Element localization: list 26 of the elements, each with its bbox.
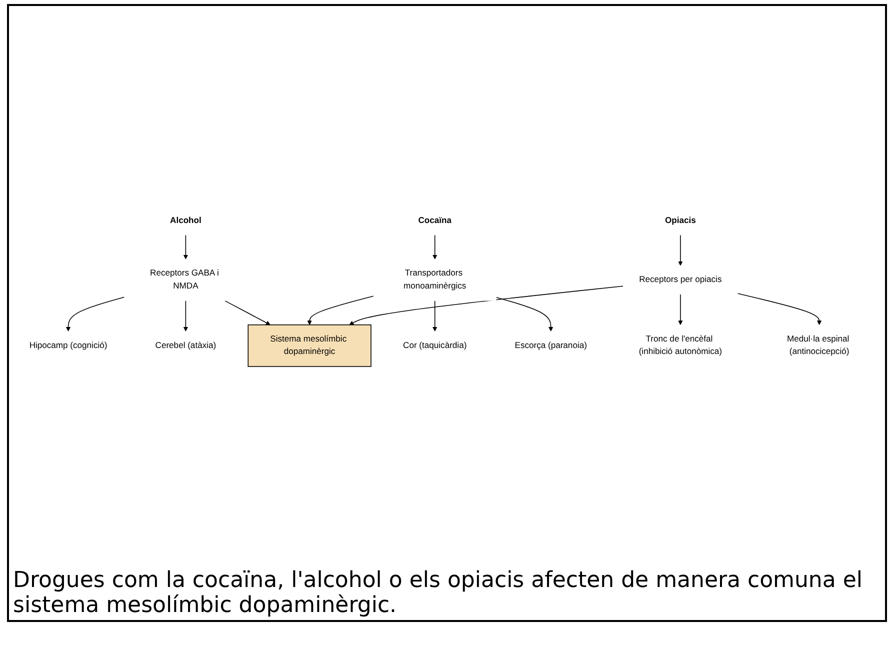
node-text: Opiacis — [664, 215, 696, 225]
arrow — [496, 296, 554, 332]
arrow — [737, 292, 822, 325]
node-text: Receptors per opiacis — [639, 274, 722, 284]
arrow — [678, 294, 683, 325]
node-text: Medul·la espinal (antinocicepció) — [786, 334, 850, 356]
arrow — [432, 234, 438, 259]
arrow — [66, 296, 125, 332]
caption: Drogues com la cocaïna, l'alcohol o els opiacis afecten de manera comuna el sistema mesolímbic dopaminèrgic. — [12, 567, 864, 620]
arrow — [432, 300, 438, 332]
arrow — [224, 300, 270, 325]
node-text: Cocaïna — [418, 215, 452, 225]
arrow — [307, 295, 374, 325]
arrow — [678, 234, 683, 266]
node-text: Transportadors monoaminèrgics — [403, 268, 466, 290]
node-text: Hipocamp (cognició) — [29, 340, 108, 350]
node-text: Receptors GABA i NMDA — [150, 268, 219, 290]
node-text: Cor (taquicàrdia) — [403, 340, 467, 350]
arrow — [183, 300, 188, 332]
node-text: Alcohol — [170, 215, 202, 225]
node-text: Tronc de l'encèfal (inhibició autonòmica) — [638, 334, 722, 356]
arrow — [183, 234, 188, 259]
node-text: Cerebel (atàxia) — [155, 340, 216, 350]
node-text: Escorça (paranoia) — [514, 340, 587, 350]
arrow — [349, 285, 624, 325]
node-box: Sistema mesolímbic dopaminèrgic — [248, 324, 372, 367]
